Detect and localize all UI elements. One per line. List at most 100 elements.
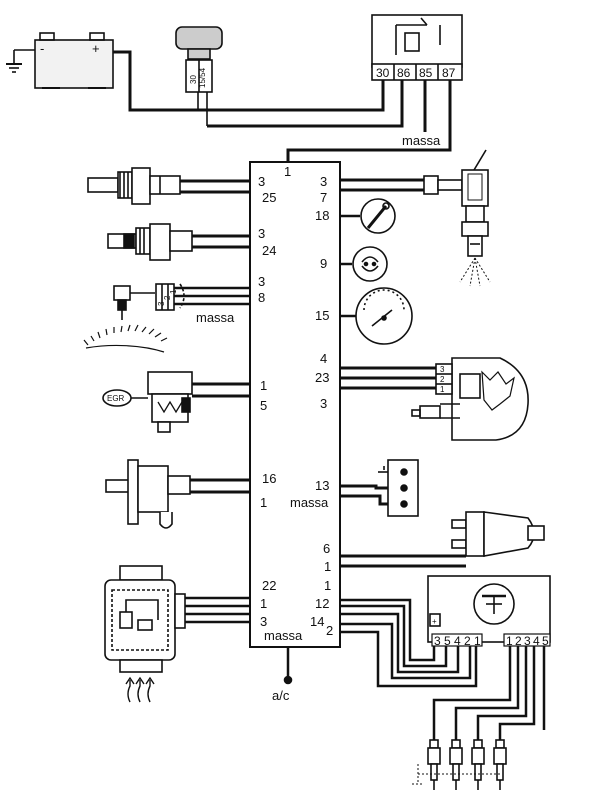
glow-plug-icon xyxy=(427,739,441,790)
egr-label: EGR xyxy=(107,394,125,403)
ecu-pin-glow-b: 12 xyxy=(315,596,329,611)
relay-pin-85: 85 xyxy=(419,66,433,80)
injector-sensor xyxy=(423,149,489,257)
ecu-airflow-ground-label: massa xyxy=(264,628,303,643)
glow-relay-left-pin-3: 3 xyxy=(434,634,441,648)
three-pin-connector xyxy=(378,459,419,517)
battery-plus-label: + xyxy=(92,41,100,56)
wire-glow-4 xyxy=(340,622,472,680)
wire-glow-1 xyxy=(340,598,436,662)
glow-relay-symbol-icon xyxy=(473,583,515,625)
glow-relay-right-pin-2: 2 xyxy=(515,634,522,648)
ecu-pin-glow-d: 2 xyxy=(326,623,333,638)
ecu-pin-glow-c: 14 xyxy=(310,614,324,629)
glow-relay-left-pin-5: 5 xyxy=(444,634,451,648)
glow-relay-right-pin-5: 5 xyxy=(542,634,549,648)
ecu-pin-airflow-b: 1 xyxy=(260,596,267,611)
ac-label: a/c xyxy=(272,688,290,703)
ignition-terminal-30-label: 30 xyxy=(189,75,198,84)
ac-junction xyxy=(283,675,293,685)
glow-relay-right-pin-4: 4 xyxy=(533,634,540,648)
spray-icon xyxy=(459,257,491,287)
labels: - + 15/54 30 30 86 85 87 massa 1 3 25 3 … xyxy=(40,41,549,703)
wire-ignition-relay xyxy=(207,80,404,128)
ecu-pin-airflow-a: 22 xyxy=(262,578,276,593)
pump-actuator xyxy=(411,357,529,441)
speed-conn-pin-1: 1 xyxy=(169,289,178,294)
pump-conn-pin-3: 3 xyxy=(440,365,445,374)
wire-plug-2 xyxy=(454,646,520,740)
air-temp-sensor xyxy=(107,223,193,261)
glow-plug-ground-icon xyxy=(412,764,500,785)
wire-plug-4 xyxy=(498,646,536,740)
relay-pin-30: 30 xyxy=(376,66,390,80)
ignition-terminal-15-label: 15/54 xyxy=(198,67,207,88)
main-relay xyxy=(371,14,463,81)
battery-minus-label: - xyxy=(40,41,44,56)
ecu-pin-vacuum-b: 1 xyxy=(324,559,331,574)
ecu-pin-connector-a: 13 xyxy=(315,478,329,493)
ecu-pin-coolant-b: 25 xyxy=(262,190,276,205)
ecu-pin-temp-gauge: 18 xyxy=(315,208,329,223)
glow-relay-plus-label: + xyxy=(432,617,437,626)
wire-plug-3 xyxy=(476,646,528,740)
ecu-pin-solenoid-a: 16 xyxy=(262,471,276,486)
glow-warning-lamp-icon xyxy=(352,246,388,282)
wire-connector-1 xyxy=(340,484,388,490)
wire-connector-2 xyxy=(340,494,388,506)
coolant-temp-sensor xyxy=(87,167,181,205)
ecu-pin-pump-b: 23 xyxy=(315,370,329,385)
relay-pin-86: 86 xyxy=(397,66,411,80)
glow-plug-icon xyxy=(449,739,463,790)
ecu-pin-glow-a: 1 xyxy=(324,578,331,593)
battery xyxy=(34,32,114,89)
ecu-pin-coolant-a: 3 xyxy=(258,174,265,189)
ecu-pin-pump-a: 4 xyxy=(320,351,327,366)
ecu-pin-egr-a: 1 xyxy=(260,378,267,393)
glow-plug-icon xyxy=(471,739,485,790)
speed-conn-pin-2: 2 xyxy=(163,295,172,300)
ecu-pin-vacuum-a: 6 xyxy=(323,541,330,556)
ecu-pin-airtemp-b: 24 xyxy=(262,243,276,258)
wire-glow-2 xyxy=(340,604,448,668)
ecu-pin-egr-b: 5 xyxy=(260,398,267,413)
glow-relay-left-pin-4: 4 xyxy=(454,634,461,648)
ecu-connector-ground-label: massa xyxy=(290,495,329,510)
relay-pin-87: 87 xyxy=(442,66,456,80)
speed-ground-label: massa xyxy=(196,310,235,325)
wire-battery-plus xyxy=(113,50,385,112)
pump-conn-pin-1: 1 xyxy=(440,385,445,394)
vacuum-valve xyxy=(451,511,545,557)
toothed-wheel-icon xyxy=(83,324,168,353)
ecu-pin-solenoid-b: 1 xyxy=(260,495,267,510)
wire-glow-3 xyxy=(340,612,460,674)
speed-conn-pin-3: 3 xyxy=(157,301,166,306)
ecu-pin-airflow-c: 3 xyxy=(260,614,267,629)
ecu-pin-injector-a: 3 xyxy=(320,174,327,189)
ecu-pin-speed-a: 3 xyxy=(258,274,265,289)
egr-valve xyxy=(102,371,193,433)
pump-conn-pin-2: 2 xyxy=(440,375,445,384)
ecu-pin-speed-b: 8 xyxy=(258,290,265,305)
speed-sensor xyxy=(113,283,185,320)
ignition-switch xyxy=(175,26,223,126)
tachometer-icon xyxy=(355,287,413,345)
air-flow-meter xyxy=(104,565,186,673)
stop-solenoid xyxy=(105,459,191,529)
ground-symbol-icon xyxy=(6,49,35,73)
glow-relay-left-pin-1: 1 xyxy=(474,634,481,648)
wire-glow-5 xyxy=(340,630,478,688)
temp-gauge-icon xyxy=(360,198,396,234)
ecu-pin-tachometer: 15 xyxy=(315,308,329,323)
glow-relay-left-pin-2: 2 xyxy=(464,634,471,648)
ecu-pin-airtemp-a: 3 xyxy=(258,226,265,241)
airflow-arrows-icon xyxy=(125,676,155,703)
ecu-pin-power: 1 xyxy=(284,164,291,179)
ecu-pin-pump-c: 3 xyxy=(320,396,327,411)
ecu-box xyxy=(249,161,341,648)
glow-plug-icon xyxy=(493,739,507,790)
glow-plugs xyxy=(427,739,507,790)
wire-relay-ecu xyxy=(286,80,452,162)
glow-relay-right-pin-1: 1 xyxy=(506,634,513,648)
